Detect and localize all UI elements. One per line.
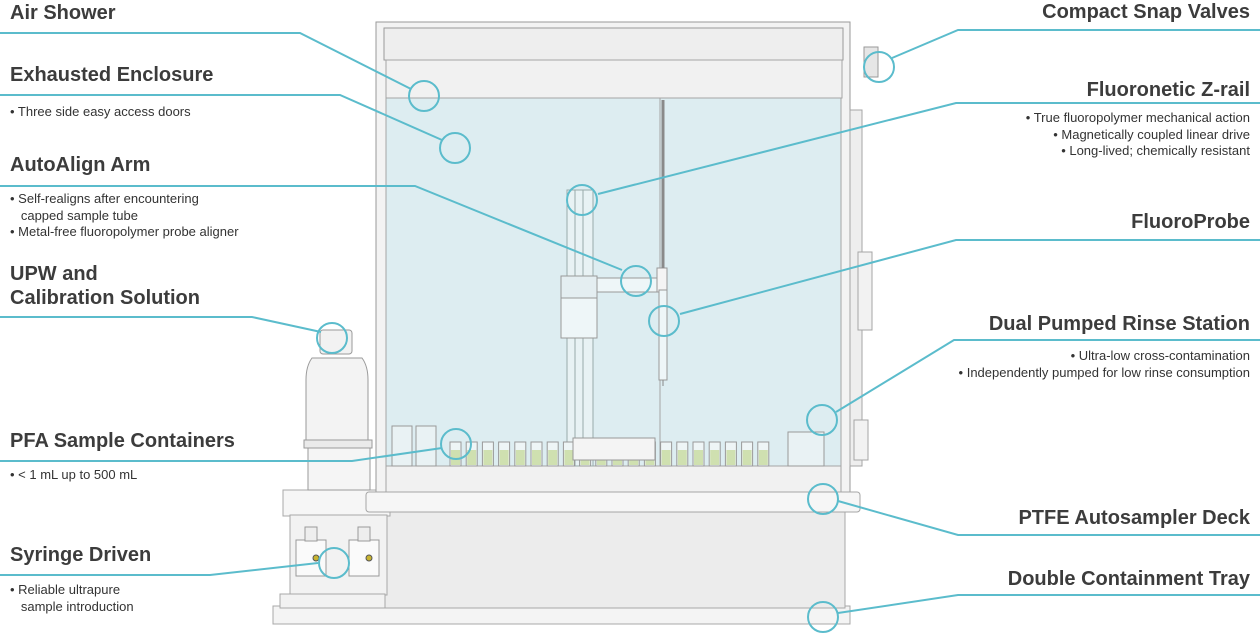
sample-liquid [515,450,525,465]
rinse-station-block [572,437,656,461]
sample-liquid [451,450,460,465]
label-upw-calibration: UPW and Calibration Solution [10,263,200,309]
sample-liquid [548,450,558,465]
sample-liquid [499,450,509,465]
calibration-bottle [305,357,369,441]
circle-ptfe-deck [807,483,839,515]
syringe-pump-right [348,539,380,577]
sample-liquid [532,450,541,465]
label-syringe-driven: Syringe Driven [10,544,152,566]
ptfe-deck [365,491,861,513]
circle-upw-bottle [316,322,348,354]
sample-liquid [483,450,493,465]
circle-z-rail [566,184,598,216]
bullets-autoalign-arm: • Self-realigns after encountering cappe… [10,191,239,239]
sample-liquid [564,450,574,465]
circle-fluoroprobe [648,305,680,337]
circle-exhausted-enclosure [439,132,471,164]
label-ptfe-autosampler-deck: PTFE Autosampler Deck [1018,507,1250,529]
bullets-syringe-driven: • Reliable ultrapure sample introduction [10,582,134,614]
sample-liquid [742,450,752,465]
bullets-fluoronetic-z-rail: • True fluoropolymer mechanical action •… [1025,110,1250,158]
circle-air-shower [408,80,440,112]
callout-circles [316,51,895,633]
sample-liquid [758,450,768,465]
circle-syringe [318,547,350,579]
label-compact-snap-valves: Compact Snap Valves [1042,1,1250,23]
label-exhausted-enclosure: Exhausted Enclosure [10,64,214,86]
label-pfa-sample-containers: PFA Sample Containers [10,430,235,452]
label-fluoronetic-z-rail: Fluoronetic Z-rail [1086,79,1250,101]
label-air-shower: Air Shower [10,2,116,24]
sample-liquid [661,450,671,465]
sample-liquid [694,450,703,465]
rinse-reservoir [787,431,825,467]
label-dual-pumped-rinse: Dual Pumped Rinse Station [988,313,1250,335]
label-fluoroprobe: FluoroProbe [1131,211,1250,233]
bullets-dual-pumped-rinse: • Ultra-low cross-contamination • Indepe… [958,348,1250,380]
label-autoalign-arm: AutoAlign Arm [10,154,151,176]
circle-containment-tray [807,601,839,633]
sample-liquid [467,450,477,465]
leader-lines [0,29,1260,614]
label-double-containment-tray: Double Containment Tray [1007,568,1250,590]
bullets-exhausted-enclosure: • Three side easy access doors [10,104,191,119]
sample-liquid [677,450,687,465]
bullets-pfa-sample-containers: • < 1 mL up to 500 mL [10,467,138,482]
containment-tray [272,605,851,625]
sample-liquid [726,450,736,465]
lower-cabinet [384,511,846,609]
circle-rinse-station [806,404,838,436]
circle-snap-valves [863,51,895,83]
circle-pfa-containers [440,428,472,460]
circle-autoalign-arm [620,265,652,297]
sample-liquid [710,450,720,465]
air-shower-hood [383,27,844,61]
